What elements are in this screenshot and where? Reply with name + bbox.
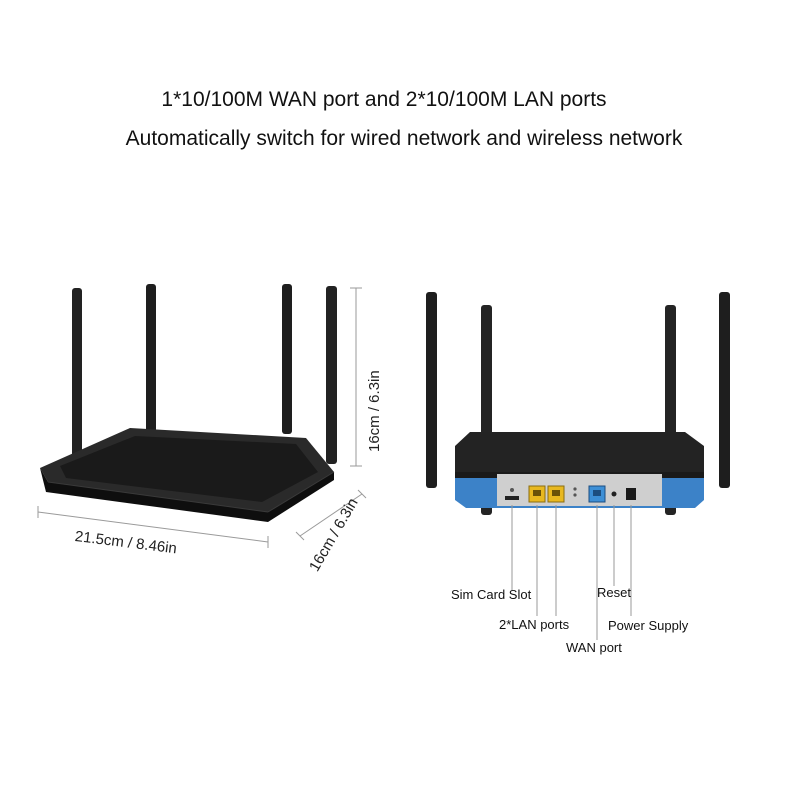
router-rear-view <box>426 292 730 515</box>
dimension-height-label: 16cm / 6.3in <box>366 370 383 452</box>
dimension-lines <box>37 287 367 548</box>
antenna-front-2 <box>146 284 156 434</box>
antenna-front-4 <box>326 286 337 464</box>
label-reset: Reset <box>597 585 631 600</box>
router-front-edge <box>40 468 334 522</box>
rear-panel <box>497 474 662 506</box>
reset-button <box>611 491 617 497</box>
antenna-rear-1 <box>426 292 437 488</box>
label-lan-ports: 2*LAN ports <box>499 617 570 632</box>
label-wan-port: WAN port <box>566 640 622 655</box>
router-front-view <box>40 284 337 522</box>
antenna-front-3 <box>282 284 292 434</box>
antenna-rear-4 <box>719 292 730 488</box>
power-jack <box>626 488 636 500</box>
router-rear-top <box>455 432 704 472</box>
sim-slot <box>505 496 519 500</box>
headline-line-1: 1*10/100M WAN port and 2*10/100M LAN por… <box>161 88 607 111</box>
label-power-supply: Power Supply <box>608 618 689 633</box>
antenna-front-1 <box>72 288 82 458</box>
port-leader-lines <box>511 505 632 640</box>
label-sim-card-slot: Sim Card Slot <box>451 587 532 602</box>
headline-line-2: Automatically switch for wired network a… <box>125 127 683 150</box>
